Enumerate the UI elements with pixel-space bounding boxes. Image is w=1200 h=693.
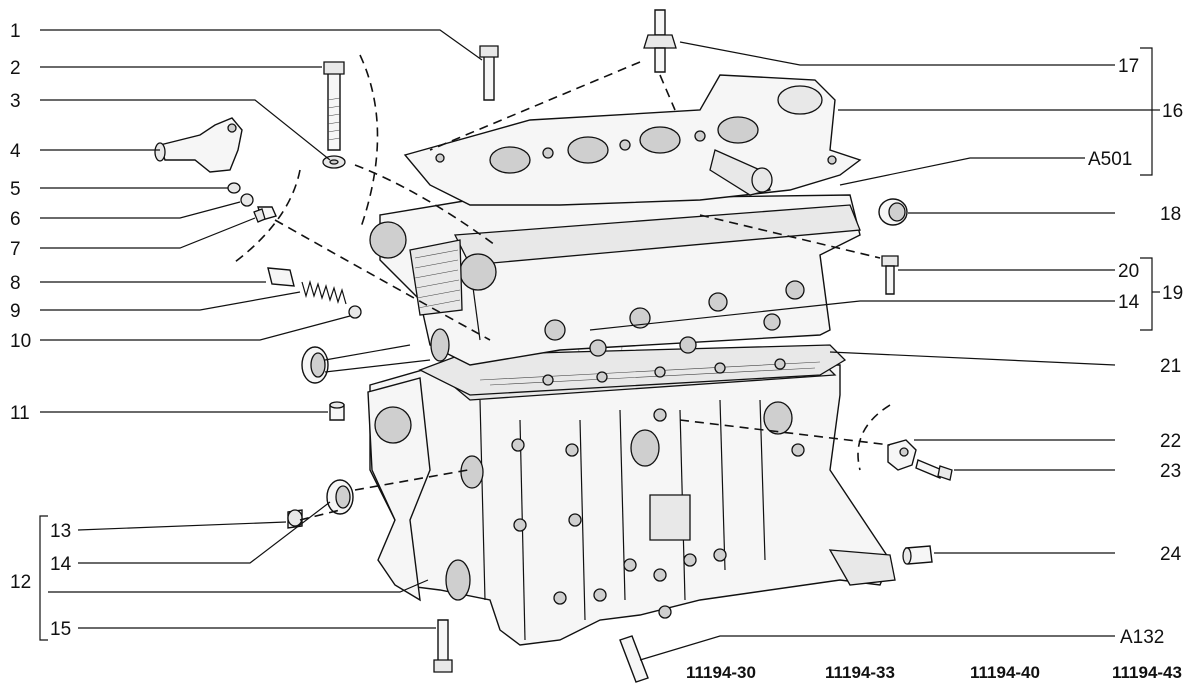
callout-14-left: 14 [50,554,72,575]
engine-code-3: 11194-40 [970,663,1040,682]
callout-1: 1 [10,21,21,42]
knock-sensor-22 [887,439,917,471]
cylinder-head [369,194,861,366]
plug-8 [267,267,295,287]
stud-17 [643,9,677,73]
callout-8: 8 [10,273,21,294]
bush-24 [902,545,933,565]
washer-5 [227,182,241,194]
plug-13 [287,509,303,529]
callout-labels: 1 2 3 4 5 6 7 8 9 10 11 12 13 14 15 17 1… [10,21,1183,648]
assembly-paths [234,54,891,521]
washer-6 [240,193,254,207]
callout-12: 12 [10,572,31,593]
engine-code-4: 11194-43 [1112,663,1182,682]
callout-5: 5 [10,179,21,200]
callout-9: 9 [10,301,21,322]
bush-11 [329,401,345,421]
callout-19: 19 [1162,283,1183,304]
seal-14 [326,479,354,515]
callout-3: 3 [10,91,21,112]
engine-codes: 11194-30 11194-33 11194-40 11194-43 [686,663,1182,682]
callout-23: 23 [1160,461,1181,482]
callout-13: 13 [50,521,71,542]
bolt-23 [915,459,953,481]
spring-9 [301,279,347,305]
callout-A132: A132 [1120,627,1164,648]
leader-lines [39,29,1160,661]
seal-ring-large [301,344,431,384]
callout-6: 6 [10,209,21,230]
callout-20: 20 [1118,261,1139,282]
engine-code-2: 11194-33 [825,663,895,682]
callout-7: 7 [10,239,21,260]
callout-24: 24 [1160,544,1182,565]
callout-A501: A501 [1088,149,1132,170]
engine-code-1: 11194-30 [686,663,756,682]
callout-15: 15 [50,619,71,640]
callout-4: 4 [10,141,21,162]
stud-1 [479,45,499,101]
pin-A132 [619,635,649,683]
bolt-2 [323,61,345,151]
seal-ring-18 [878,198,908,226]
callout-10: 10 [10,331,31,352]
head-gasket [418,344,847,396]
cylinder-block [367,359,896,646]
bolt-7 [253,206,277,223]
callout-22: 22 [1160,431,1181,452]
bolt-20 [881,255,899,295]
callout-16: 16 [1162,101,1183,122]
ball-10 [348,305,362,319]
callout-17: 17 [1118,56,1139,77]
valve-cover [403,74,862,206]
callout-18: 18 [1160,204,1181,225]
callout-2: 2 [10,58,21,79]
callout-21: 21 [1160,356,1181,377]
bolt-15 [433,619,453,673]
camshaft-sensor-4 [154,117,243,173]
callout-14-right: 14 [1118,292,1140,313]
callout-11: 11 [10,403,30,424]
